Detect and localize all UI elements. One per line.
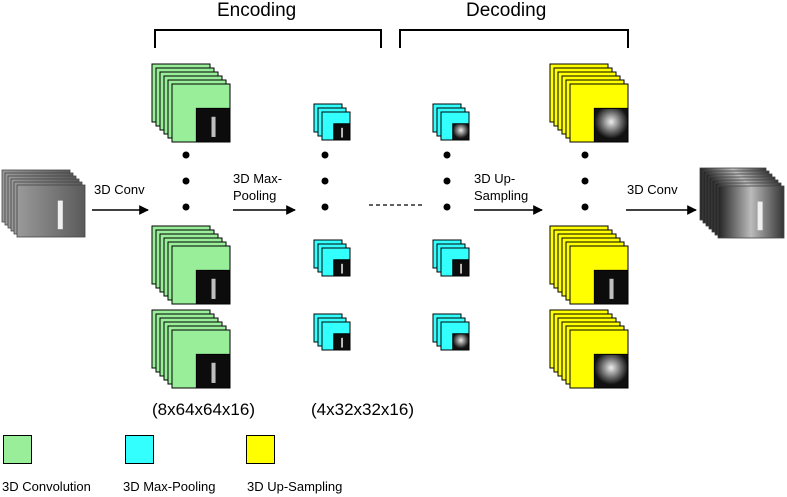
maxpool-label-line2: Pooling: [233, 188, 277, 203]
maxpool-middle-feature-figure: [341, 263, 344, 274]
maxpool-label-line1: 3D Max-: [233, 171, 283, 186]
encoder-conv-stack-middle: [151, 225, 231, 305]
maxpool-bottom-feature-figure: [341, 337, 344, 348]
encoder-conv-stack-top: [151, 63, 231, 143]
maxpool-stack-middle: [313, 239, 351, 277]
conv-out-label: 3D Conv: [627, 182, 678, 197]
decoder-pool-top-feature-image: [452, 123, 470, 141]
maxpool-stack-top: [313, 103, 351, 141]
input-frame-stack: [1, 169, 86, 238]
pool-dimension-label: (4x32x32x16): [311, 400, 415, 419]
input-person-figure: [57, 200, 63, 230]
decoder-pool-ellipsis: [443, 151, 451, 211]
encoder-conv-bottom-feature-figure: [211, 362, 216, 383]
upsample-middle-feature-figure: [609, 278, 614, 299]
conv-dimension-label: (8x64x64x16): [152, 400, 256, 419]
legend-swatch-convolution: [3, 435, 32, 464]
upsample-ellipsis: [581, 151, 589, 211]
maxpool-stack-bottom: [313, 313, 351, 351]
conv-in-label: 3D Conv: [94, 182, 145, 197]
maxpool-top-feature-figure: [341, 127, 344, 138]
upsample-bottom-feature-image: [593, 353, 629, 389]
legend-swatch-up-sampling: [246, 435, 275, 464]
upsample-stack-middle: [549, 225, 629, 305]
legend-label-max-pooling: 3D Max-Pooling: [123, 479, 216, 494]
legend-swatch-max-pooling: [125, 435, 154, 464]
upsample-stack-top: [549, 63, 629, 143]
legend-label-convolution: 3D Convolution: [2, 479, 91, 494]
upsample-stack-bottom: [549, 309, 629, 389]
upsample-label-line2: Sampling: [474, 188, 529, 203]
input-frame: [16, 184, 86, 238]
encoder-conv-top-feature-figure: [211, 116, 216, 137]
output-person-figure: [757, 201, 763, 231]
upsample-top-feature-image: [593, 107, 629, 143]
output-frame-stack: [699, 167, 785, 239]
encoding-header: Encoding: [217, 0, 297, 21]
upsample-label-line1: 3D Up-: [474, 171, 516, 186]
output-frame: [717, 185, 785, 239]
maxpool-ellipsis: [321, 151, 329, 211]
decoding-header: Decoding: [466, 0, 547, 21]
encoder-conv-stack-bottom: [151, 309, 231, 389]
decoder-pool-stack-middle: [432, 239, 470, 277]
decoding-bracket: [399, 29, 629, 48]
decoder-pool-stack-top: [432, 103, 470, 141]
legend-label-up-sampling: 3D Up-Sampling: [247, 479, 343, 494]
decoder-pool-middle-feature-figure: [460, 263, 463, 274]
decoder-pool-stack-bottom: [432, 313, 470, 351]
encoding-bracket: [154, 29, 382, 48]
decoder-pool-bottom-feature-image: [452, 333, 470, 351]
encoder-conv-middle-feature-figure: [211, 278, 216, 299]
encoder-conv-ellipsis: [182, 151, 190, 211]
